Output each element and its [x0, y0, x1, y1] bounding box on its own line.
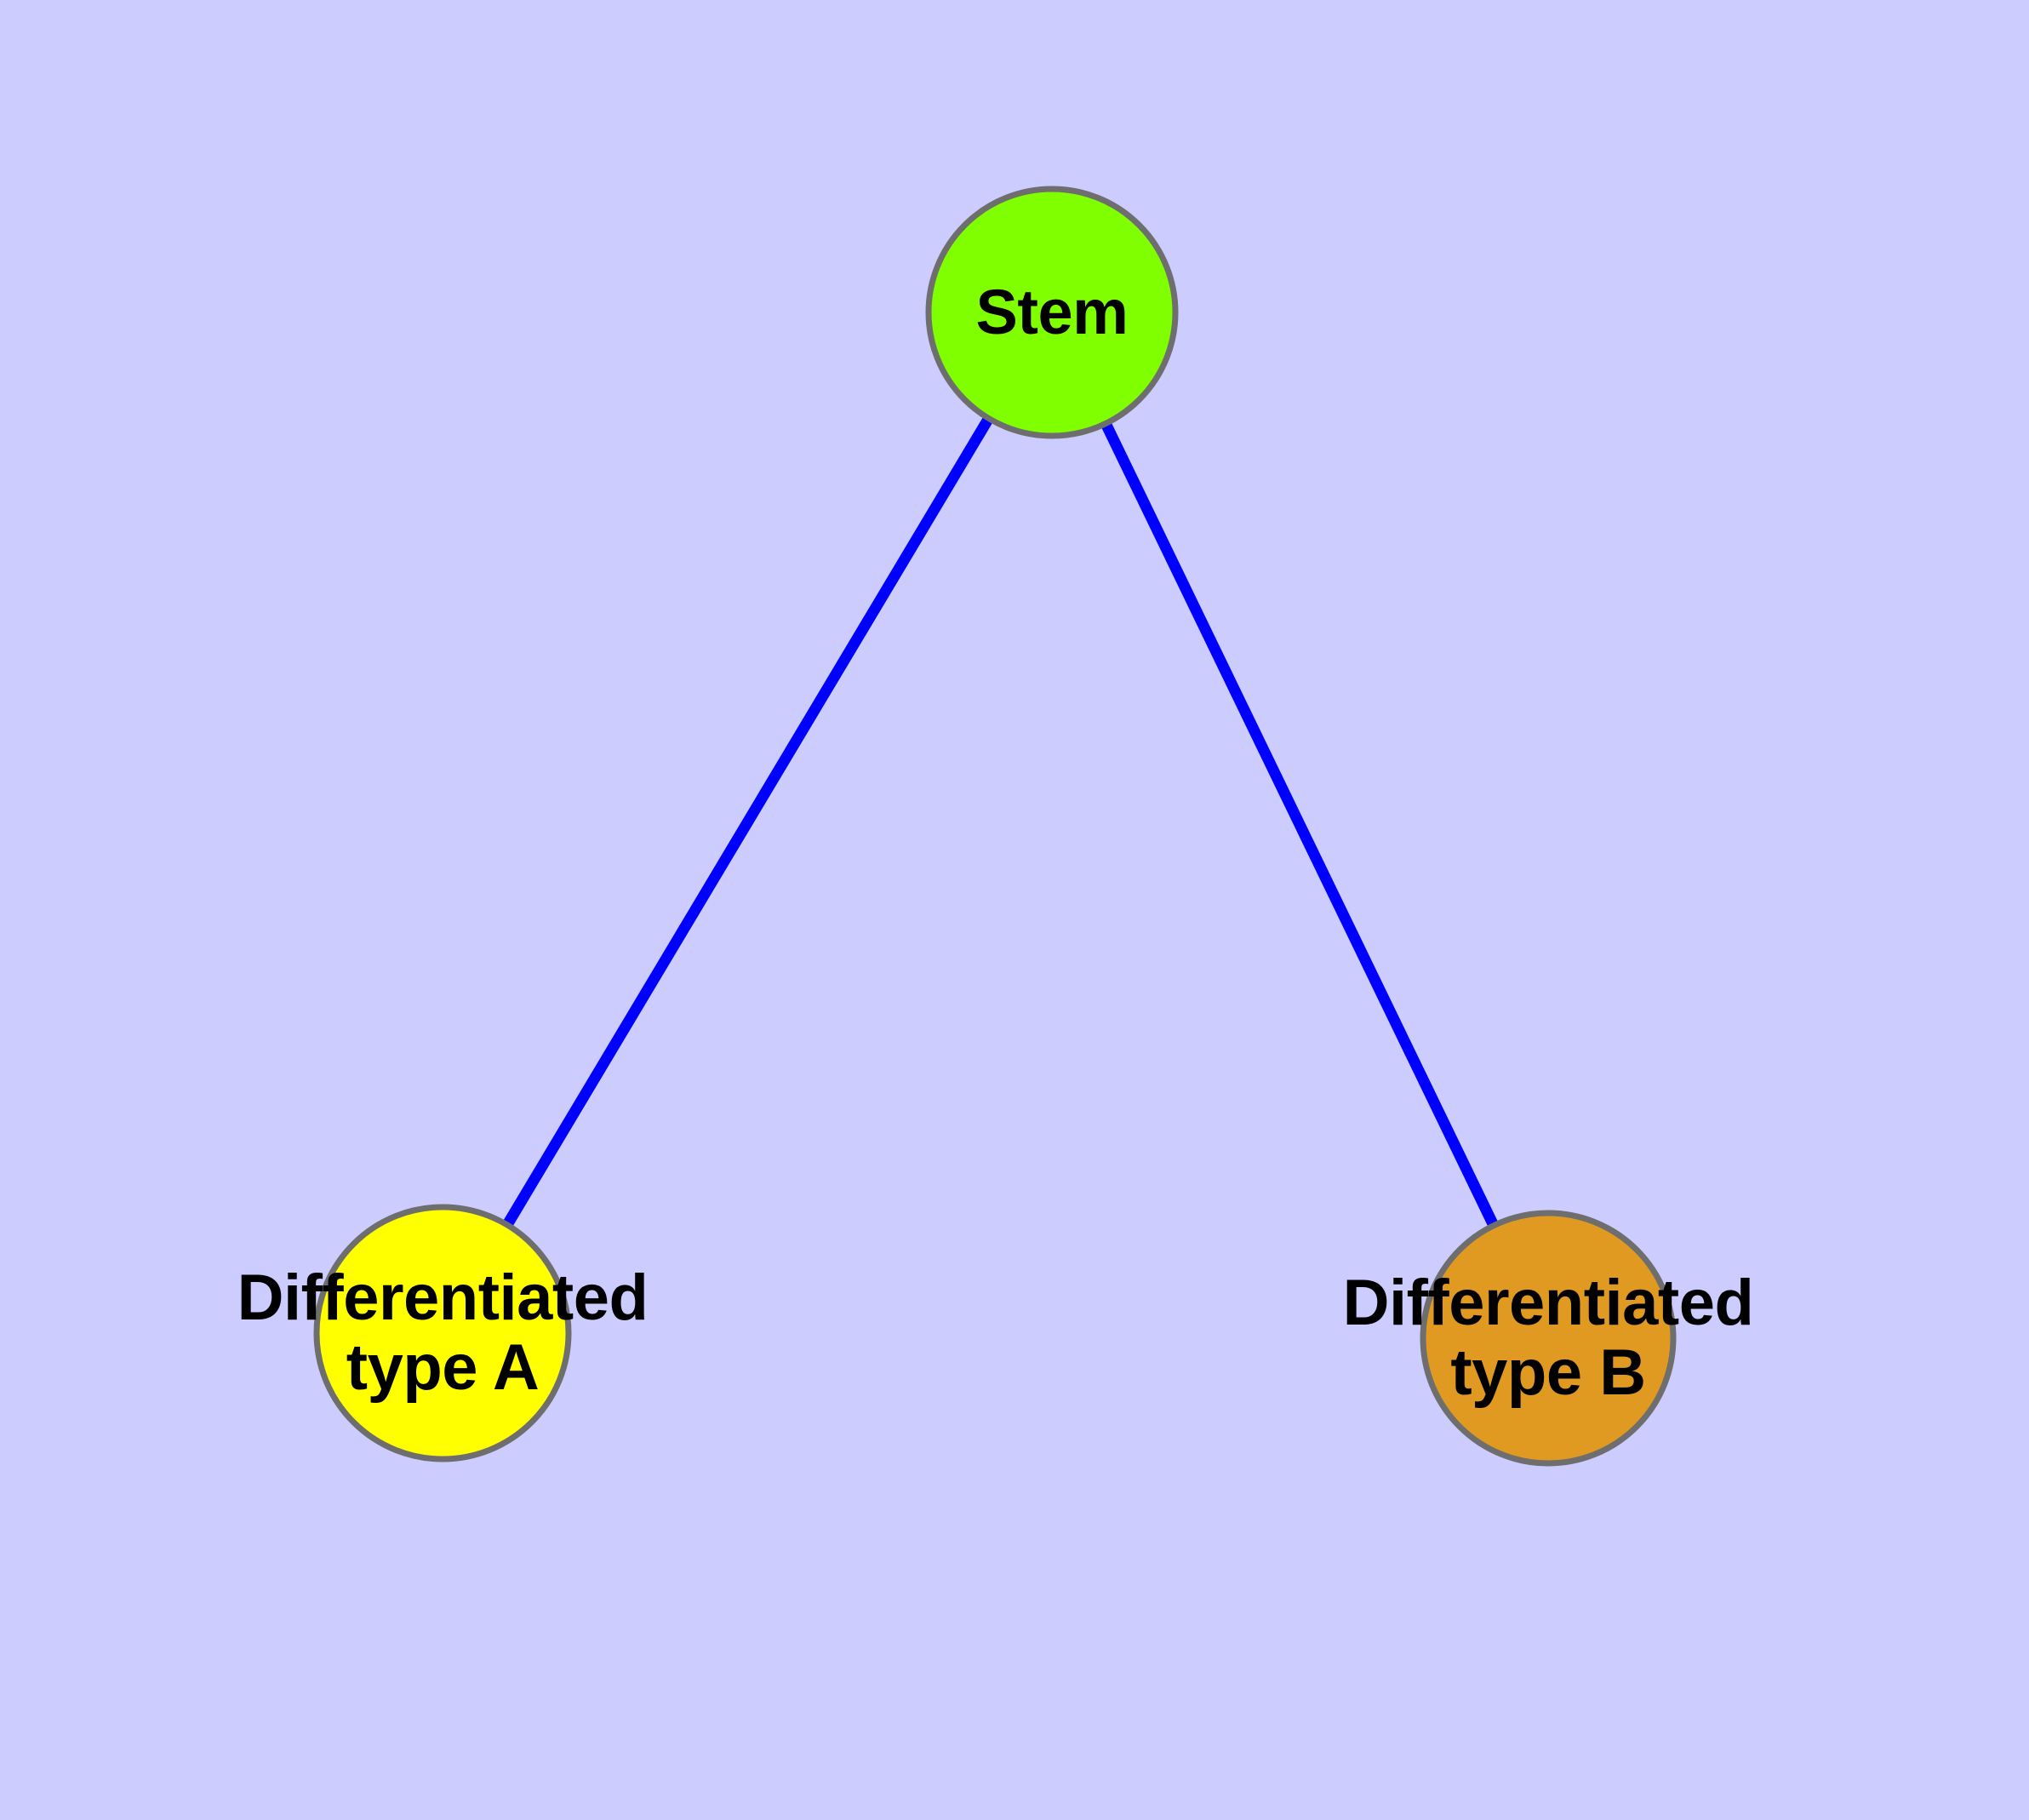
edge-stem-to-differentiated-type-a[interactable] — [437, 309, 1057, 1336]
node-circle-stem[interactable] — [925, 186, 1179, 439]
node-circle-differentiated-type-b[interactable] — [1420, 1210, 1677, 1467]
edge-stem-to-differentiated-type-b[interactable] — [1047, 310, 1553, 1341]
node-circle-differentiated-type-a[interactable] — [313, 1204, 572, 1462]
edge-layer — [437, 309, 1553, 1341]
node-layer — [313, 186, 1677, 1467]
